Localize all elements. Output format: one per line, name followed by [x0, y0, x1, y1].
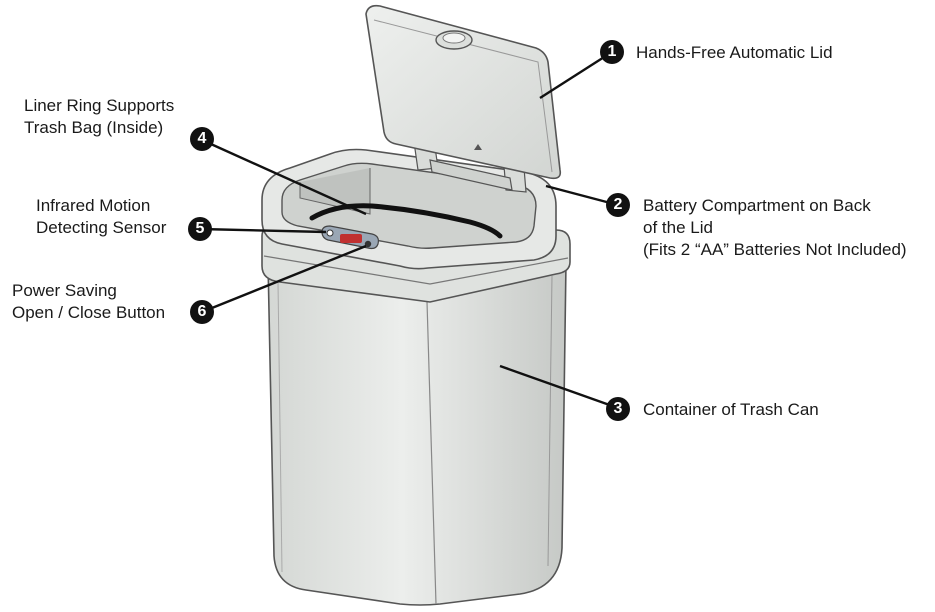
container-body — [267, 261, 567, 606]
leader-line-6 — [201, 244, 367, 314]
callout-label-5-line-1: Infrared Motion — [36, 196, 151, 215]
callout-label-4: Liner Ring Supports Trash Bag (Inside) — [24, 95, 174, 139]
callout-label-3: Container of Trash Can — [643, 399, 819, 421]
sensor-indicator — [340, 234, 362, 243]
lid-handle-inner — [442, 32, 466, 44]
callout-badge-4: 4 — [190, 127, 214, 151]
callout-label-2-line-1: Battery Compartment on Back — [643, 196, 871, 215]
callout-badge-1: 1 — [600, 40, 624, 64]
callout-label-2-line-3: (Fits 2 “AA” Batteries Not Included) — [643, 240, 907, 259]
callout-label-4-line-1: Liner Ring Supports — [24, 96, 175, 115]
battery-compartment-icon — [474, 144, 482, 150]
sensor-eye — [326, 229, 334, 237]
callout-label-2: Battery Compartment on Back of the Lid (… — [643, 195, 907, 261]
callout-label-3-line-1: Container of Trash Can — [643, 400, 819, 419]
leader-line-3 — [499, 364, 619, 410]
callout-label-6: Power Saving Open / Close Button — [12, 280, 165, 324]
lid — [365, 4, 562, 180]
body-seam-line — [425, 267, 437, 605]
callout-badge-3: 3 — [606, 397, 630, 421]
callout-label-2-line-2: of the Lid — [643, 218, 713, 237]
leader-line-1 — [539, 50, 613, 100]
leader-line-4 — [201, 138, 367, 216]
leader-line-5 — [199, 227, 327, 234]
callout-label-6-line-1: Power Saving — [12, 281, 117, 300]
callout-label-1: Hands-Free Automatic Lid — [636, 42, 833, 64]
liner-ring — [309, 203, 503, 239]
body-edge-line-right — [547, 275, 553, 567]
hinge-bar — [429, 159, 513, 191]
power-button — [364, 240, 372, 248]
lid-inner-edge — [373, 19, 553, 173]
callout-badge-2: 2 — [606, 193, 630, 217]
callout-badge-6: 6 — [190, 300, 214, 324]
body-edge-line-left — [277, 281, 283, 573]
callout-badge-5: 5 — [188, 217, 212, 241]
callout-label-5: Infrared Motion Detecting Sensor — [36, 195, 166, 239]
callout-label-6-line-2: Open / Close Button — [12, 303, 166, 322]
callout-label-1-line-1: Hands-Free Automatic Lid — [636, 43, 833, 62]
inner-wall — [299, 168, 371, 215]
callout-label-4-line-2: Trash Bag (Inside) — [24, 118, 164, 137]
callout-label-5-line-2: Detecting Sensor — [36, 218, 167, 237]
